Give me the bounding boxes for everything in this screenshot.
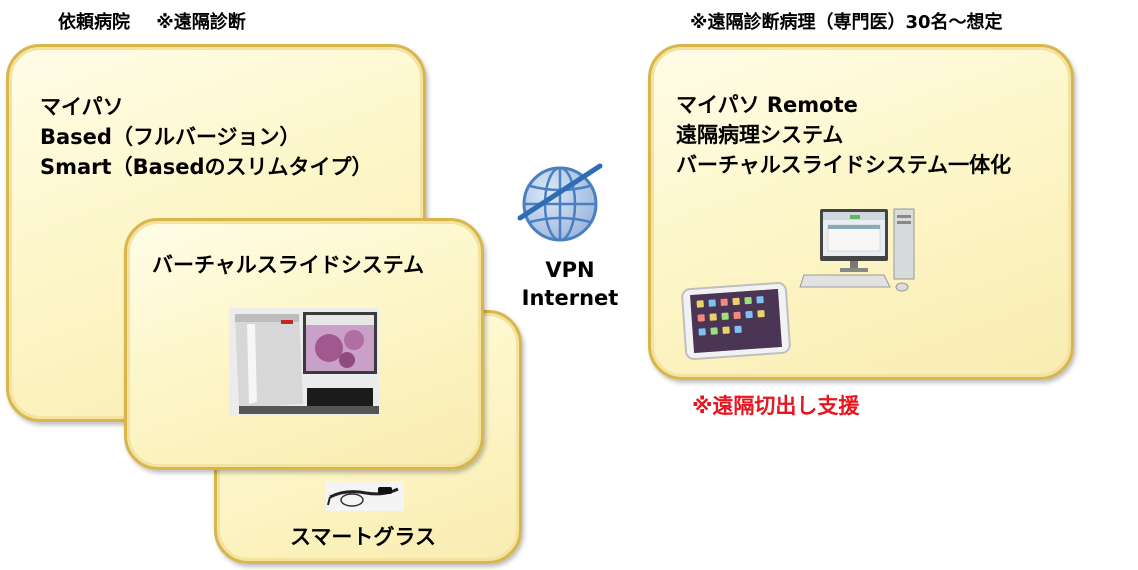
smart-glass-title: スマートグラス xyxy=(290,525,436,549)
globe-icon xyxy=(517,163,603,242)
mode-label: ※遠隔診断 xyxy=(156,12,246,33)
virtual-slide-scanner-photo xyxy=(229,308,379,416)
tablet-photo xyxy=(681,281,791,361)
remote-cutout-support-note: ※遠隔切出し支援 xyxy=(692,394,860,418)
desktop-pc-photo xyxy=(799,208,915,292)
right-box-line: マイパソ Remote xyxy=(676,93,858,117)
internet-label: Internet xyxy=(521,286,619,310)
right-box-text: マイパソ Remote 遠隔病理システム バーチャルスライドシステム一体化 xyxy=(676,90,1011,180)
network-label: VPN Internet xyxy=(514,256,626,312)
right-box-line: バーチャルスライドシステム一体化 xyxy=(676,153,1012,177)
left-header: 依頼病院 ※遠隔診断 xyxy=(58,8,246,34)
right-header: ※遠隔診断病理（専門医）30名～想定 xyxy=(690,12,1003,33)
left-box-text: マイパソ Based（フルバージョン） Smart（Basedのスリムタイプ） xyxy=(40,92,373,182)
vpn-label: VPN xyxy=(545,258,595,282)
virtual-slide-title: バーチャルスライドシステム xyxy=(152,253,425,277)
left-box-line: マイパソ xyxy=(40,95,124,119)
smart-glasses-photo xyxy=(326,481,404,511)
right-box-line: 遠隔病理システム xyxy=(676,123,844,147)
left-box-line: Smart（Basedのスリムタイプ） xyxy=(40,155,373,179)
hospital-label: 依頼病院 xyxy=(58,12,130,33)
left-box-line: Based（フルバージョン） xyxy=(40,125,301,149)
